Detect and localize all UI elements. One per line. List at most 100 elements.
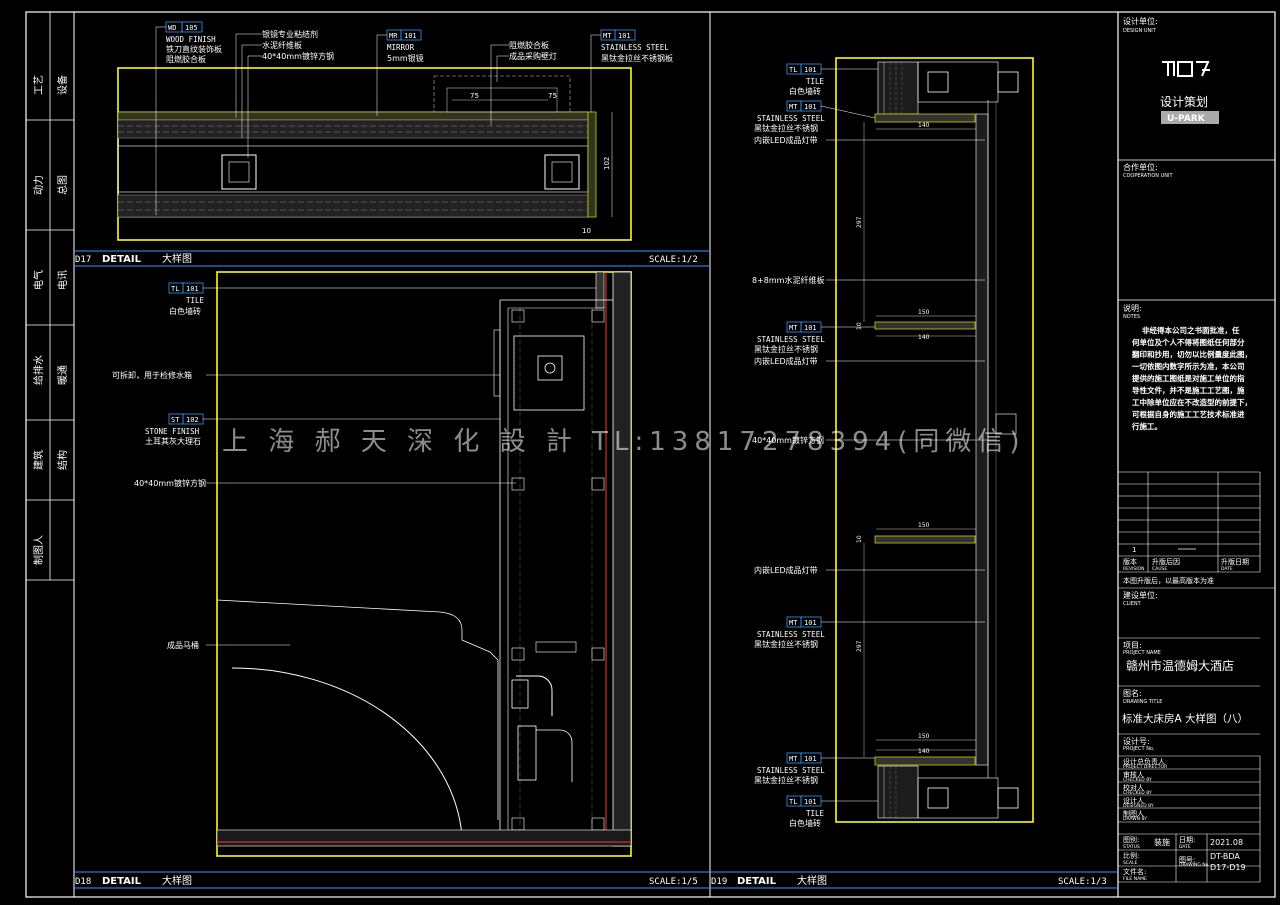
d18-number: D18 [75,877,91,887]
d19-tag-2-num: 101 [804,103,817,111]
d18-tag-5-l1: 成品马桶 [167,640,199,650]
d19-tag-4-code: MT [789,324,798,332]
tb-scale: 比例: [1123,851,1139,860]
d19-tag-1-code: TL [789,66,797,74]
d17-tag-2-l2: 水泥纤维板 [262,40,302,50]
d18-title: DETAIL [102,876,142,887]
d19-dim-6: 297 [856,640,863,652]
tb-coop: 合作单位: [1123,162,1158,172]
d17-dim-2: 75 [548,92,557,100]
d18-tag-3-l2: 土耳其灰大理石 [145,436,201,446]
d18-tag-3-l1: STONE FINISH [145,427,200,436]
d19-dim-1: 140 [918,122,930,129]
tb-rev-note: 本图升版后，以最高版本为准 [1123,576,1214,585]
d19-tag-4-l1: STAINLESS STEEL [757,335,825,344]
tb-drawing-name: 标准大床房A 大样图（八） [1122,712,1248,725]
d19-tag-1-l1: TILE [806,77,825,86]
sidebar-row-1-b: 设备 [56,75,69,95]
d18-tag-1-l1: TILE [186,296,205,305]
tb-notes-l3: 翻印和抄用，切勿以比例量度此图， [1132,349,1252,359]
d19-tag-9-l2: 白色墙砖 [789,818,821,828]
d19-title: DETAIL [737,876,777,887]
d18-tag-1-code: TL [171,285,179,293]
d19-title-cn: 大样图 [797,874,827,887]
d19-tag-4-num: 101 [804,324,817,332]
d19-tag-8-l2: 黑钛金拉丝不锈钢 [754,775,818,785]
tb-date: 日期: [1179,836,1195,844]
tb-client-en: CLIENT [1123,601,1142,607]
tb-file-val: D17-D19 [1210,863,1246,872]
tb-role-2-en: CHECKED BY [1123,777,1152,783]
d19-dim-10: 10 [856,535,863,543]
tb-scale-en: SCALE [1123,860,1138,866]
tb-drawing-title: 图名: [1123,688,1142,698]
tb-notes-l6: 导性文件，并不是施工工艺图，施 [1132,385,1245,395]
d19-tag-7-l2: 黑钛金拉丝不锈钢 [754,639,818,649]
d19-tag-1-num: 101 [804,66,817,74]
d17-number: D17 [75,255,91,265]
d17-tag-3-l1: MIRROR [387,43,415,52]
d17-tag-1-code: WD [168,24,176,32]
d17-tag-3-num: 101 [404,32,417,40]
watermark-text: 上 海 郝 天 深 化 設 計 TL:13817278394(同微信) [222,427,1026,457]
d17-tag-5-num: 101 [618,32,631,40]
d19-tag-4-l3: 内嵌LED成品灯带 [754,356,818,366]
tb-rev-after: 升版后因 [1152,557,1180,566]
tb-role-4-en: DESIGNED BY [1123,803,1154,809]
d19-tag-1-l2: 白色墙砖 [789,86,821,96]
d19-dim-7: 150 [918,733,930,740]
d17-tag-1-l2: 铁刀直纹装饰板 [166,44,222,54]
tb-rev-label: 版本 [1123,557,1137,566]
tb-design-unit: 设计单位: [1123,16,1158,26]
detail-d18: TL 101 TILE 白色墙砖 可拆卸，用于检修水箱 ST 102 STONE… [74,271,710,889]
tb-notes-l9: 行施工。 [1131,421,1162,431]
d19-tag-8-code: MT [789,755,798,763]
d19-tag-4-l2: 黑钛金拉丝不锈钢 [754,344,818,354]
tb-role-5-en: DRAWN BY [1123,816,1147,822]
d18-title-cn: 大样图 [162,874,192,887]
tb-role-4: 设计人 [1123,796,1144,805]
d17-tag-2-l3: 40*40mm镀锌方钢 [262,51,334,61]
sidebar-row-4-a: 给排水 [32,355,45,385]
d17-title: DETAIL [102,254,142,265]
tb-role-2: 审核人 [1123,770,1144,779]
tb-role-3: 校对人 [1123,783,1144,792]
d19-tag-9-code: TL [789,798,797,806]
d19-tag-9-l1: TILE [806,809,825,818]
tb-role-3-en: CHECKED BY [1123,790,1152,796]
d17-tag-4-l1: 阻燃胶合板 [509,40,549,50]
sidebar-row-3-b: 电讯 [56,270,69,290]
d19-dim-9: 10 [856,322,863,330]
tb-dwgno-val: DT-BDA [1210,852,1240,861]
d19-tag-6-l1: 内嵌LED成品灯带 [754,565,818,575]
d19-dim-3: 150 [918,309,930,316]
sidebar-row-2-b: 总图 [56,175,69,195]
d19-tag-7-l1: STAINLESS STEEL [757,630,825,639]
tb-file: 文件名: [1123,867,1146,876]
d19-number: D19 [711,877,727,887]
tb-notes-l1: 非经得本公司之书面批准，任 [1142,325,1240,335]
tb-rev-after-en: CAUSE [1152,566,1167,572]
tb-notes-l7: 工中除单位应在不改造型的前提下， [1132,397,1252,407]
sidebar-row-1-a: 工艺 [33,75,45,95]
d19-tag-8-l1: STAINLESS STEEL [757,766,825,775]
d17-scale: SCALE:1/2 [649,255,698,265]
d17-tag-1-l1: WOOD FINISH [166,35,216,44]
tb-design-unit-en: DESIGN UNIT [1123,28,1157,34]
d18-tag-1-num: 101 [186,285,199,293]
tb-status-en: STATUS [1123,844,1140,850]
sidebar-row-2-a: 动力 [32,175,45,195]
tb-proj-no: 设计号: [1123,736,1150,746]
d17-tag-3-code: MR [389,32,398,40]
d17-tag-5-l1: STAINLESS STEEL [601,43,669,52]
sidebar-row-5-a: 建筑 [32,450,45,470]
sidebar-row-4-b: 暖通 [56,365,69,385]
title-block: 设计单位: DESIGN UNIT 设计策划 U-PARK 合作单位: COOP… [1118,16,1275,883]
d17-tag-2-l1: 银镜专业粘结剂 [262,29,318,39]
d19-tag-2-l2: 黑钛金拉丝不锈钢 [754,123,818,133]
d17-tag-5-l2: 黑钛金拉丝不锈钢板 [601,53,673,63]
d17-tag-1-l3: 阻燃胶合板 [166,54,206,64]
tb-status: 图别: [1123,835,1139,844]
tb-rev-date-en: DATE [1221,566,1233,572]
